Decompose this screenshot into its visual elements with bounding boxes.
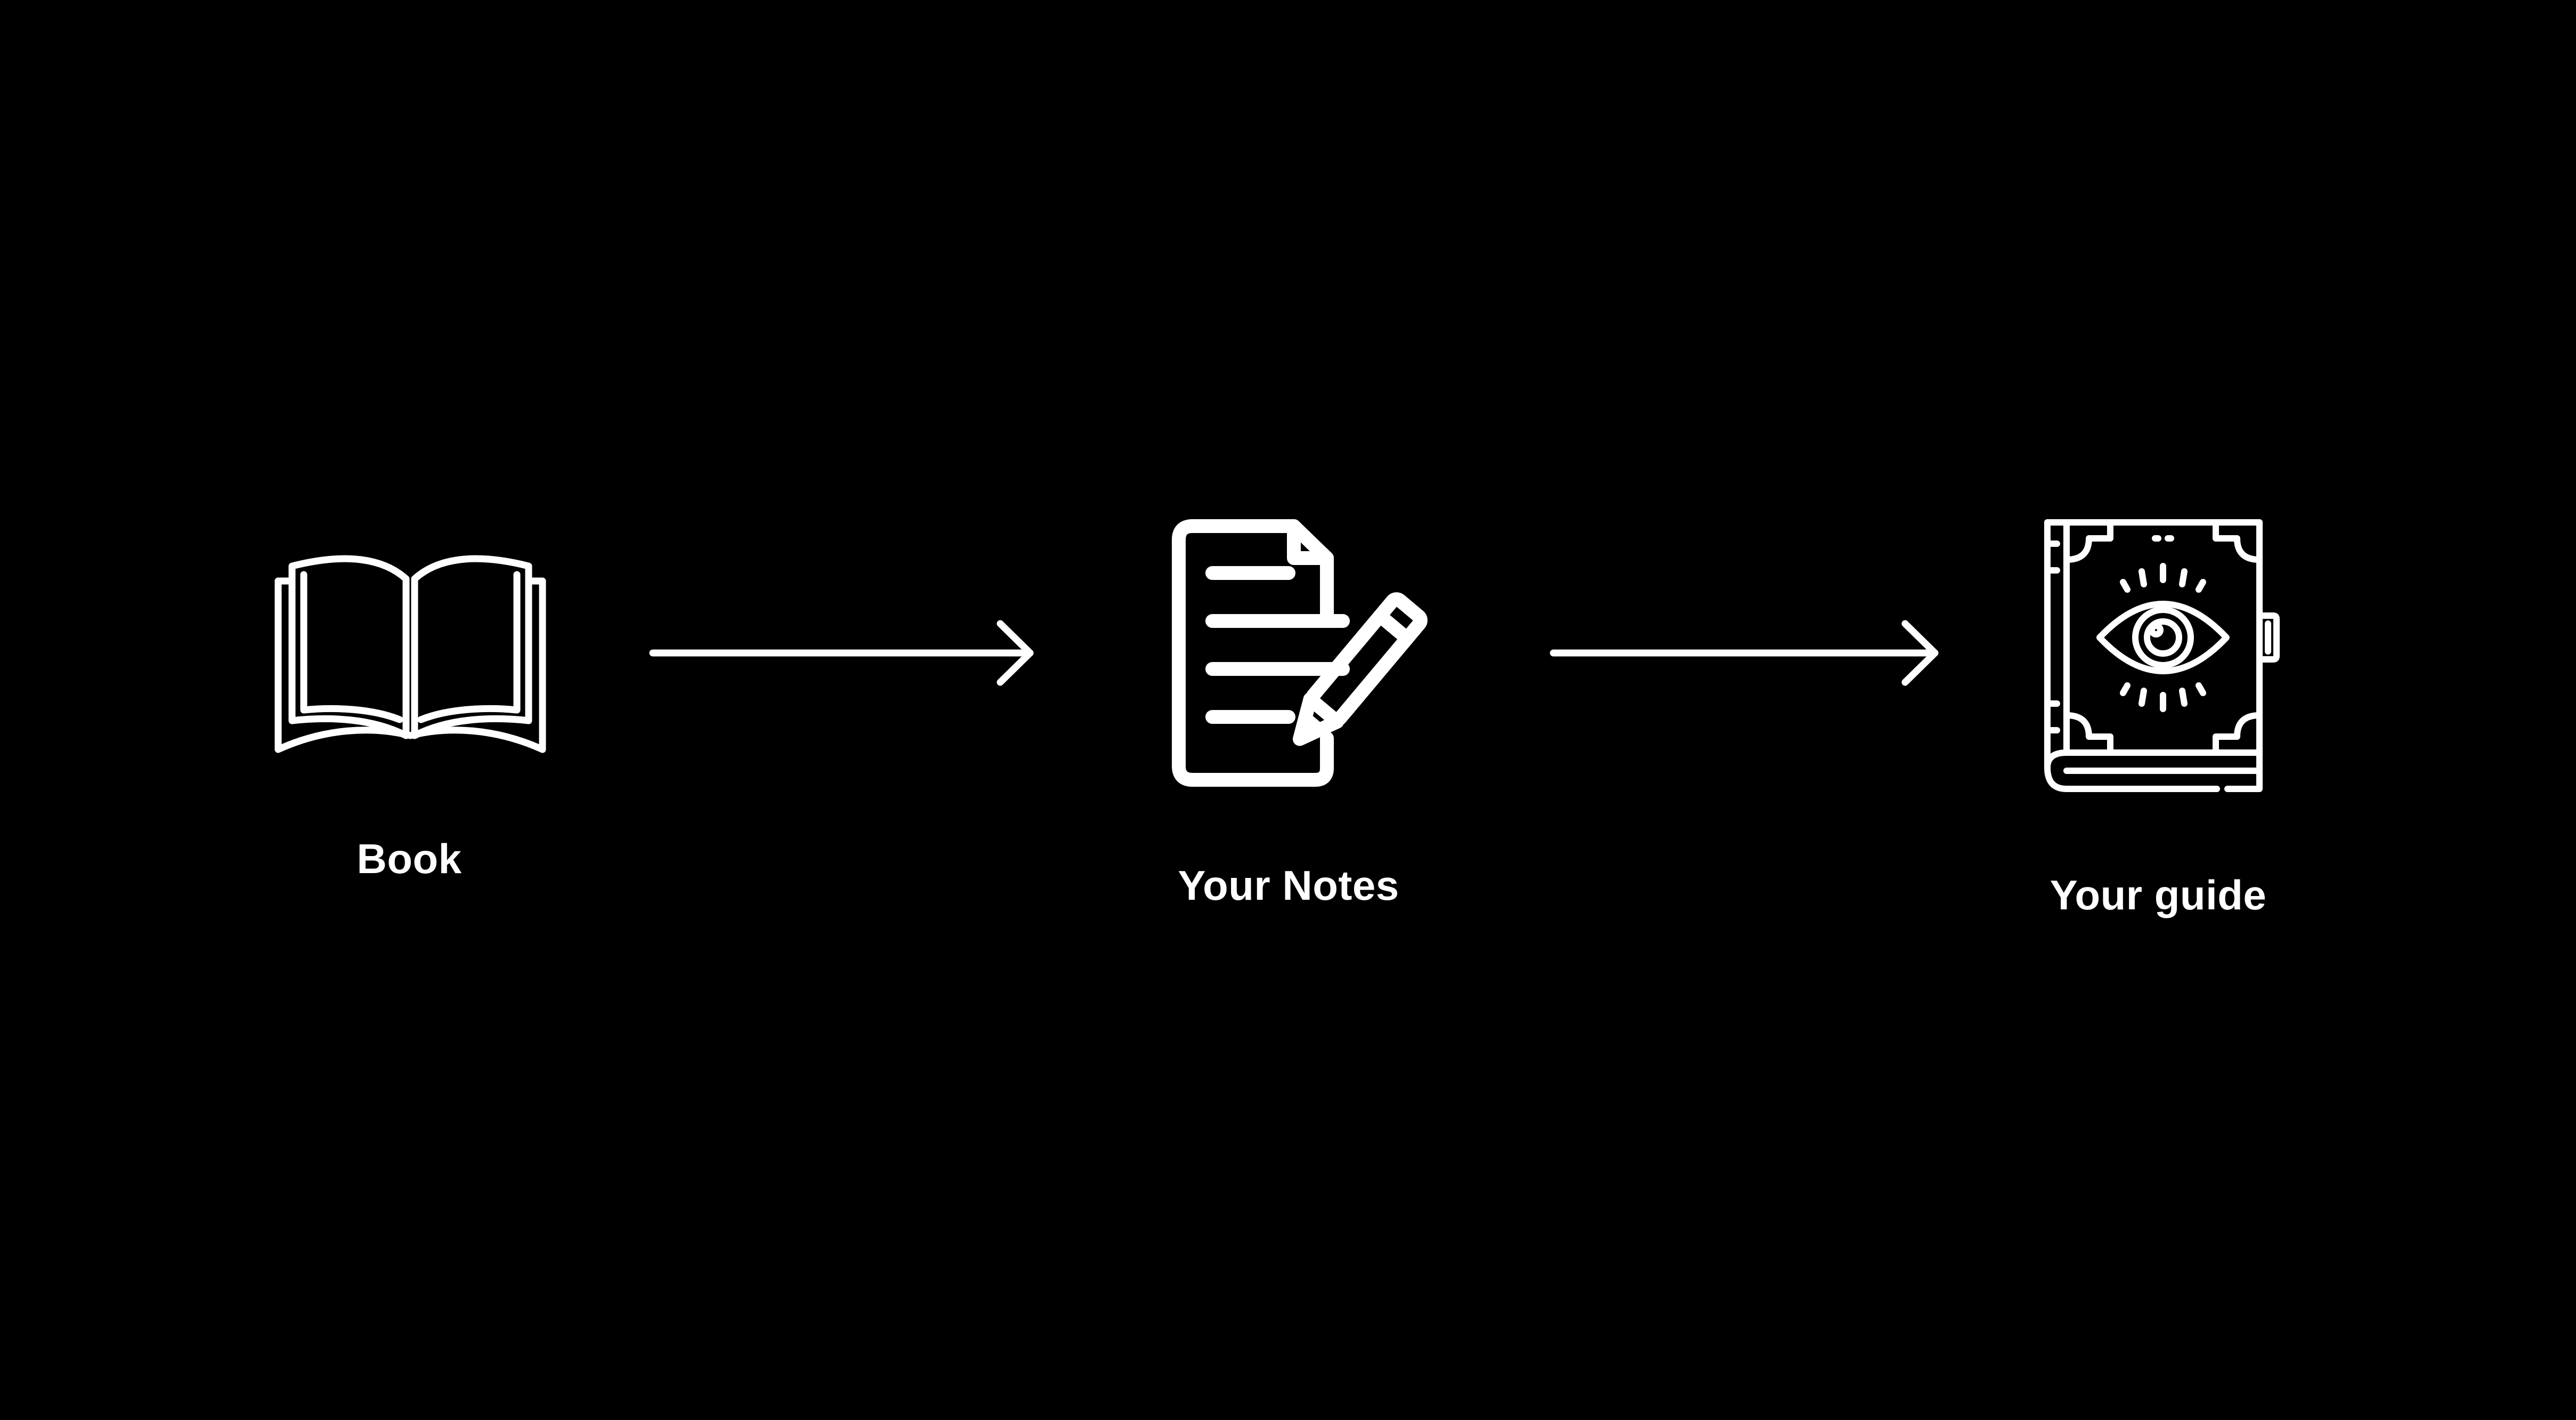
open-book-icon — [274, 555, 546, 753]
arrow-notes-to-guide — [1550, 620, 1939, 686]
node-label-notes: Your Notes — [1178, 862, 1399, 909]
node-label-guide: Your guide — [2050, 872, 2267, 918]
notes-pencil-icon — [1172, 519, 1428, 787]
arrow-book-to-notes — [649, 620, 1034, 686]
guide-book-eye-icon — [2044, 519, 2280, 792]
node-label-book: Book — [357, 835, 462, 882]
